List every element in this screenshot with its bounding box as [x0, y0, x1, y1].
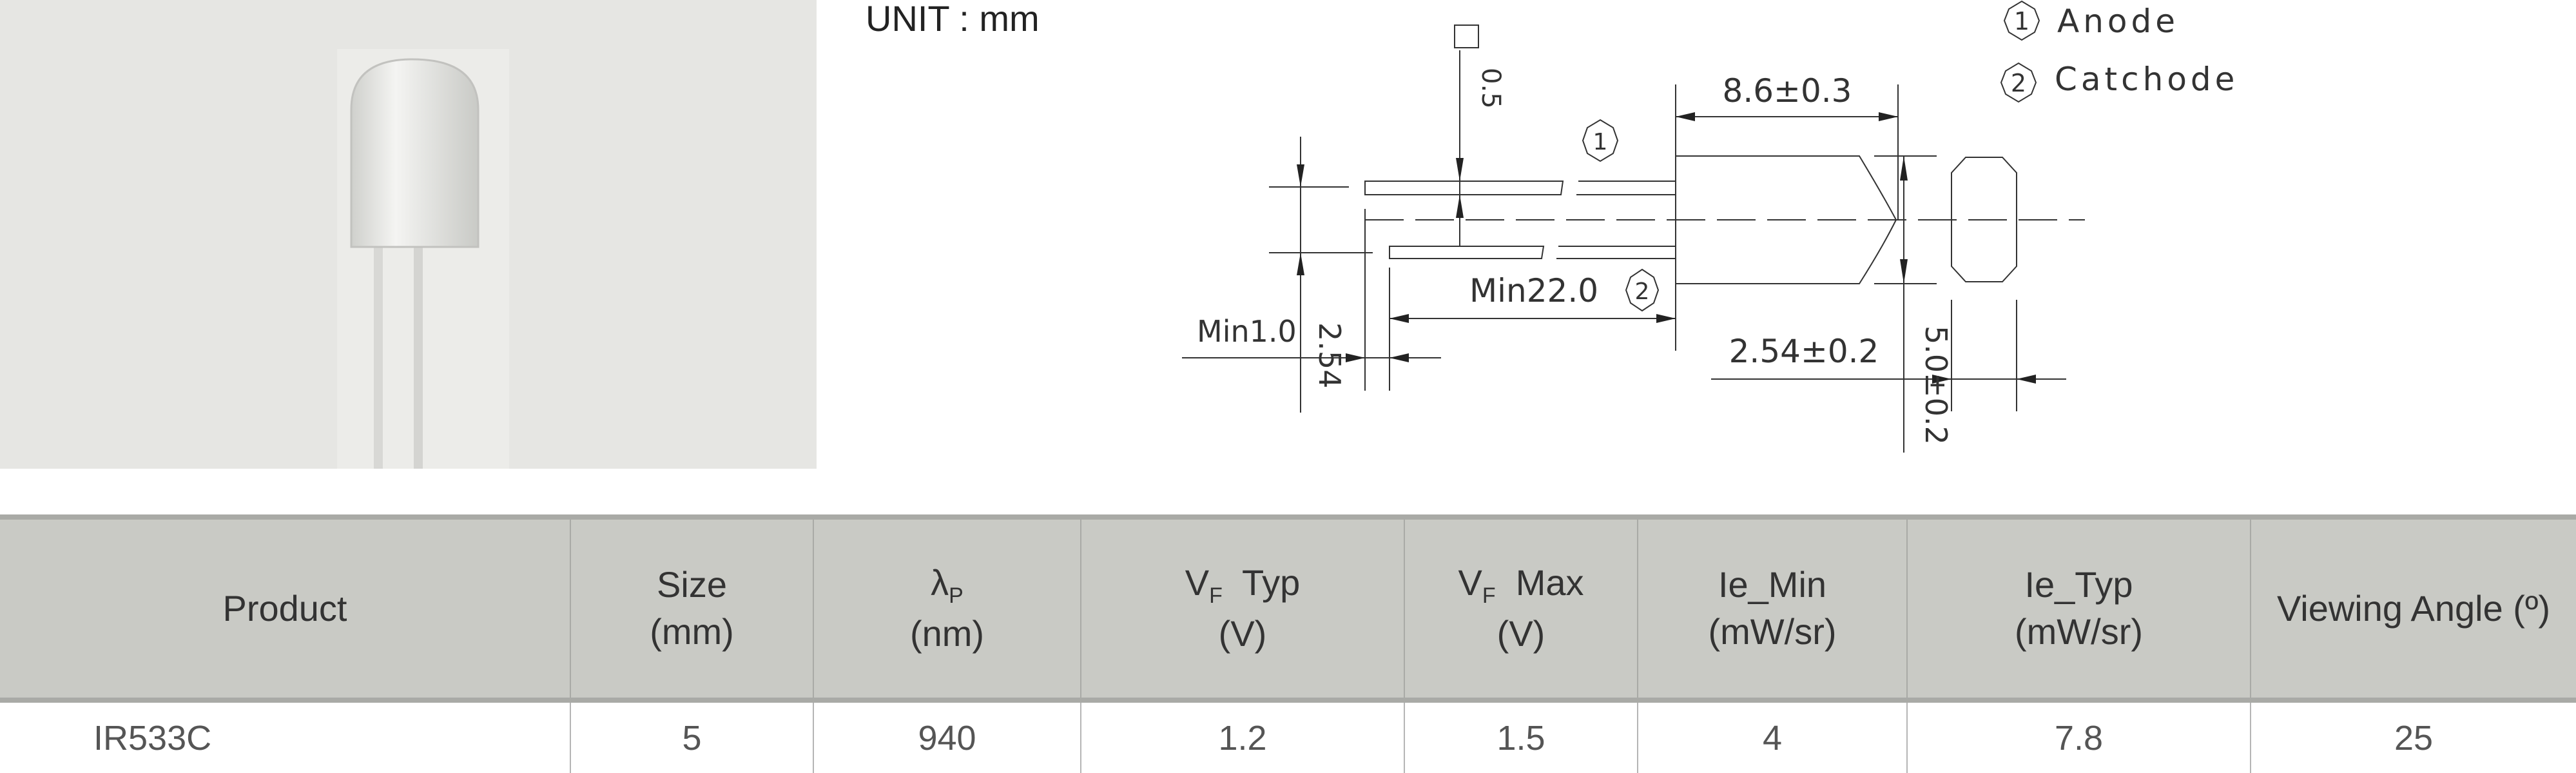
- cell-ie-min: 4: [1637, 700, 1907, 773]
- pin2-marker: 2: [1635, 279, 1650, 305]
- legend-anode: Anode: [2057, 3, 2179, 40]
- header-vf-typ: VF Typ(V): [1080, 514, 1404, 703]
- spec-table: Product Size(mm) λP(nm) VF Typ(V) VF Max…: [0, 514, 2576, 773]
- ir-led-image: [337, 49, 509, 469]
- header-vf-max: VF Max(V): [1404, 514, 1638, 703]
- header-ie-typ: Ie_Typ(mW/sr): [1906, 514, 2251, 703]
- cell-vf-typ: 1.2: [1080, 700, 1404, 773]
- dim-lead-pitch-vertical: 2.54: [1312, 322, 1347, 388]
- dim-lead-length: Min22.0: [1469, 272, 1598, 309]
- dim-lead-pitch: 2.54±0.2: [1729, 333, 1879, 370]
- dimension-arrows: [1297, 112, 2036, 384]
- table-header-row: Product Size(mm) λP(nm) VF Typ(V) VF Max…: [0, 514, 2576, 703]
- dim-min-flange: Min1.0: [1197, 314, 1297, 349]
- dim-lead-width: 0.5: [1476, 68, 1506, 109]
- cell-product: IR533C: [93, 718, 212, 758]
- cell-viewing-angle: 25: [2250, 700, 2576, 773]
- header-ie-min: Ie_Min(mW/sr): [1637, 514, 1907, 703]
- legend-catchode: Catchode: [2055, 61, 2238, 98]
- dim-diameter: 5.0±0.2: [1919, 326, 1953, 445]
- unit-label: UNIT : mm: [866, 0, 1040, 39]
- pin1-marker: 1: [1593, 129, 1608, 155]
- header-product: Product: [0, 514, 570, 703]
- legend-num-2: 2: [2011, 69, 2026, 97]
- cell-vf-max: 1.5: [1404, 700, 1638, 773]
- header-size: Size(mm): [570, 514, 813, 703]
- table-row: IR533C 5 940 1.2 1.5 4 7.8 25: [0, 700, 2576, 773]
- cell-wavelength: 940: [813, 700, 1081, 773]
- product-photo: [0, 0, 817, 469]
- cell-ie-typ: 7.8: [1906, 700, 2251, 773]
- dimension-drawing: 0.5 8.6±0.3 1 Min22.0 2 Min1.0 2.54 2.54…: [1182, 0, 2238, 453]
- dim-body-length: 8.6±0.3: [1723, 72, 1852, 110]
- header-wavelength: λP(nm): [813, 514, 1081, 703]
- legend-num-1: 1: [2014, 7, 2029, 35]
- pin2-marker-octagon: [1625, 268, 1660, 312]
- cell-size: 5: [570, 700, 813, 773]
- pin1-marker-octagon: [1582, 119, 1619, 162]
- header-viewing-angle: Viewing Angle (º): [2250, 514, 2576, 703]
